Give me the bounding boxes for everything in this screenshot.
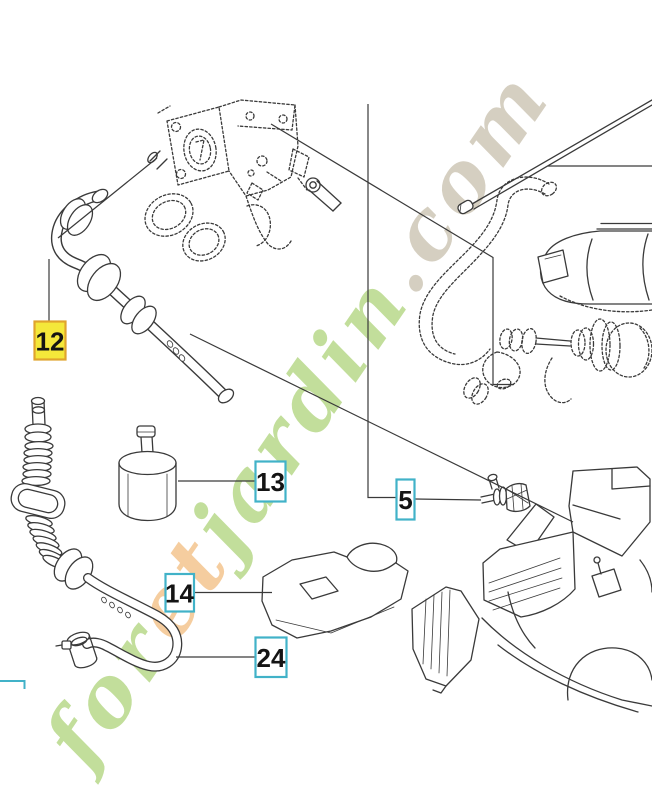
fuel-hose-12-drawing <box>50 188 235 404</box>
elbow-hose-clamp-drawing <box>55 631 98 669</box>
guard-plate-drawing <box>261 542 480 694</box>
pointer-line-carb-purge <box>270 123 514 386</box>
fuel-filter-drawing <box>118 425 177 522</box>
label-13-box[interactable] <box>254 460 287 503</box>
label-24-box[interactable] <box>254 636 288 679</box>
primer-tube-drawing <box>535 337 571 347</box>
check-valve-drawing <box>480 473 531 513</box>
fuel-tank-assembly-drawing <box>481 466 652 713</box>
label-12-box[interactable] <box>33 320 67 361</box>
label-24-number: 24 <box>257 643 286 673</box>
part-label-24[interactable]: 24 <box>254 636 288 679</box>
choke-rod-drawing <box>457 99 652 215</box>
cutoff-label-box <box>0 680 26 689</box>
part-label-14[interactable]: 14 <box>164 572 196 613</box>
label-14-number: 14 <box>165 579 194 609</box>
pointer-line-carb-hose <box>57 157 158 239</box>
part-label-12[interactable]: 12 <box>33 320 67 361</box>
watermark-segment: .com <box>351 51 571 310</box>
label-5-box[interactable] <box>395 478 416 521</box>
part-label-5[interactable]: 5 <box>395 478 416 521</box>
pointer-line-5b <box>414 498 482 501</box>
purge-fuel-line-drawing <box>418 176 558 405</box>
pointer-line-hose-tank <box>189 333 574 523</box>
pointer-lines <box>48 104 652 658</box>
starter-cover-drawing <box>537 222 652 313</box>
svg-text:foretjardin.com: foretjardin.com <box>23 51 571 787</box>
label-14-box[interactable] <box>164 572 196 613</box>
pointer-line-5 <box>367 104 396 499</box>
carburetor-drawing <box>144 99 342 262</box>
watermark-segment: jardin <box>164 256 430 582</box>
label-5-number: 5 <box>398 485 412 515</box>
primer-bulb-drawing <box>544 318 652 404</box>
flex-ribbed-hose-drawing <box>10 396 183 672</box>
watermark: foretjardin.com <box>23 51 571 787</box>
label-13-number: 13 <box>256 467 285 497</box>
part-label-13[interactable]: 13 <box>254 460 287 503</box>
label-12-number: 12 <box>36 327 65 357</box>
